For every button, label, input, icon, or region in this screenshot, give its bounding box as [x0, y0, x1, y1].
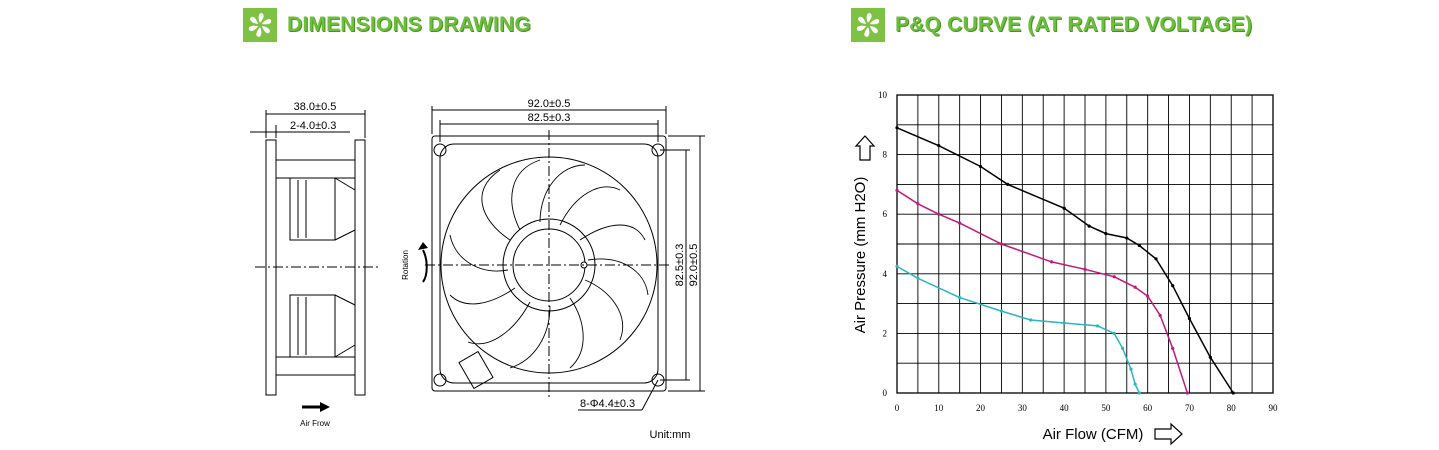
series-line-1 — [896, 127, 1234, 394]
x-tick-label: 30 — [1018, 403, 1028, 413]
unit-label: Unit:mm — [650, 429, 691, 441]
series-point — [1125, 236, 1129, 240]
series-point — [1104, 231, 1108, 236]
series-point — [1029, 318, 1033, 322]
series-point — [937, 144, 941, 148]
up-arrow-icon — [854, 135, 876, 161]
side-flange-label: 2-4.0±0.3 — [290, 120, 336, 132]
x-tick-label: 90 — [1269, 403, 1279, 413]
dimensions-drawing: 38.0±0.5 2-4.0±0.3 92.0±0.5 82.5±0.3 82.… — [250, 98, 705, 441]
pq-title-bar: P&Q CURVE (AT RATED VOLTAGE) — [851, 8, 1252, 42]
series-point — [1185, 391, 1189, 395]
series-point — [916, 276, 920, 280]
chart-series — [895, 126, 1235, 395]
series-point — [1154, 257, 1158, 261]
x-tick-label: 40 — [1060, 403, 1070, 413]
side-width-label: 38.0±0.5 — [294, 101, 337, 113]
series-point — [916, 202, 920, 206]
x-tick-label: 0 — [895, 403, 900, 413]
series-point — [1112, 331, 1116, 335]
series-point — [958, 221, 962, 225]
pq-title: P&Q CURVE (AT RATED VOLTAGE) — [895, 13, 1253, 36]
series-point — [1146, 294, 1150, 298]
x-tick-label: 80 — [1227, 403, 1237, 413]
front-inner-width-label: 82.5±0.3 — [528, 112, 571, 124]
x-tick-label: 70 — [1185, 403, 1195, 413]
y-tick-label: 8 — [883, 150, 888, 160]
x-tick-label: 50 — [1101, 403, 1111, 413]
series-point — [1006, 182, 1010, 186]
series-point — [1083, 267, 1087, 271]
series-point — [1121, 346, 1125, 350]
series-point — [1133, 382, 1137, 386]
front-outer-width-label: 92.0±0.5 — [528, 98, 571, 110]
front-outer-height-label: 92.0±0.5 — [688, 244, 700, 287]
x-tick-label: 60 — [1143, 403, 1153, 413]
series-point — [1137, 243, 1141, 248]
series-point — [1171, 284, 1175, 288]
x-tick-label: 20 — [976, 403, 986, 413]
front-inner-height-label: 82.5±0.3 — [674, 244, 686, 287]
front-view — [425, 106, 705, 411]
series-line-3 — [896, 265, 1140, 394]
series-point — [1231, 391, 1235, 395]
side-view — [250, 110, 378, 396]
series-point — [1137, 391, 1141, 395]
series-point — [999, 309, 1004, 313]
series-point — [978, 164, 983, 169]
y-tick-label: 4 — [883, 269, 888, 279]
series-point — [1062, 206, 1066, 210]
pq-chart: 0 10 20 30 40 50 60 70 80 90 0 2 4 6 8 10 Air Pressure … — [852, 90, 1278, 446]
series-point — [958, 296, 962, 300]
dimensions-title: DIMENSIONS DRAWING — [287, 13, 531, 36]
series-point — [1129, 367, 1133, 371]
fan-icon — [851, 8, 885, 42]
series-point — [1208, 355, 1212, 359]
series-point — [895, 188, 899, 192]
series-point — [937, 212, 941, 216]
chart-y-axis-label: Air Pressure (mm H2O) — [852, 177, 869, 334]
chart-x-axis-label: Air Flow (CFM) — [1043, 426, 1144, 443]
chart-grid — [896, 94, 1274, 394]
y-tick-label: 2 — [883, 328, 888, 338]
series-point — [1062, 321, 1066, 325]
series-point — [1095, 324, 1100, 328]
chart-ticks: 0 10 20 30 40 50 60 70 80 90 0 2 4 6 8 10 — [878, 90, 1278, 413]
fan-icon — [243, 8, 277, 42]
series-point — [895, 126, 899, 130]
y-tick-label: 0 — [883, 388, 888, 398]
x-tick-label: 10 — [934, 403, 944, 413]
series-point — [1171, 346, 1175, 350]
y-tick-label: 10 — [878, 90, 888, 100]
series-point — [1187, 316, 1192, 321]
holes-label: 8-Φ4.4±0.3 — [580, 398, 635, 410]
series-point — [895, 264, 899, 268]
series-point — [1087, 224, 1091, 228]
series-line-2 — [896, 189, 1189, 394]
series-point — [999, 242, 1004, 246]
series-point — [1049, 260, 1054, 264]
series-point — [1112, 275, 1116, 279]
rotation-label: Rotation — [401, 250, 410, 280]
series-point — [1133, 285, 1137, 289]
y-tick-label: 6 — [883, 209, 888, 219]
dimensions-title-bar: DIMENSIONS DRAWING — [243, 8, 531, 42]
airflow-label: Air Frow — [300, 419, 330, 428]
series-point — [1158, 313, 1162, 318]
right-arrow-icon — [1154, 422, 1183, 446]
